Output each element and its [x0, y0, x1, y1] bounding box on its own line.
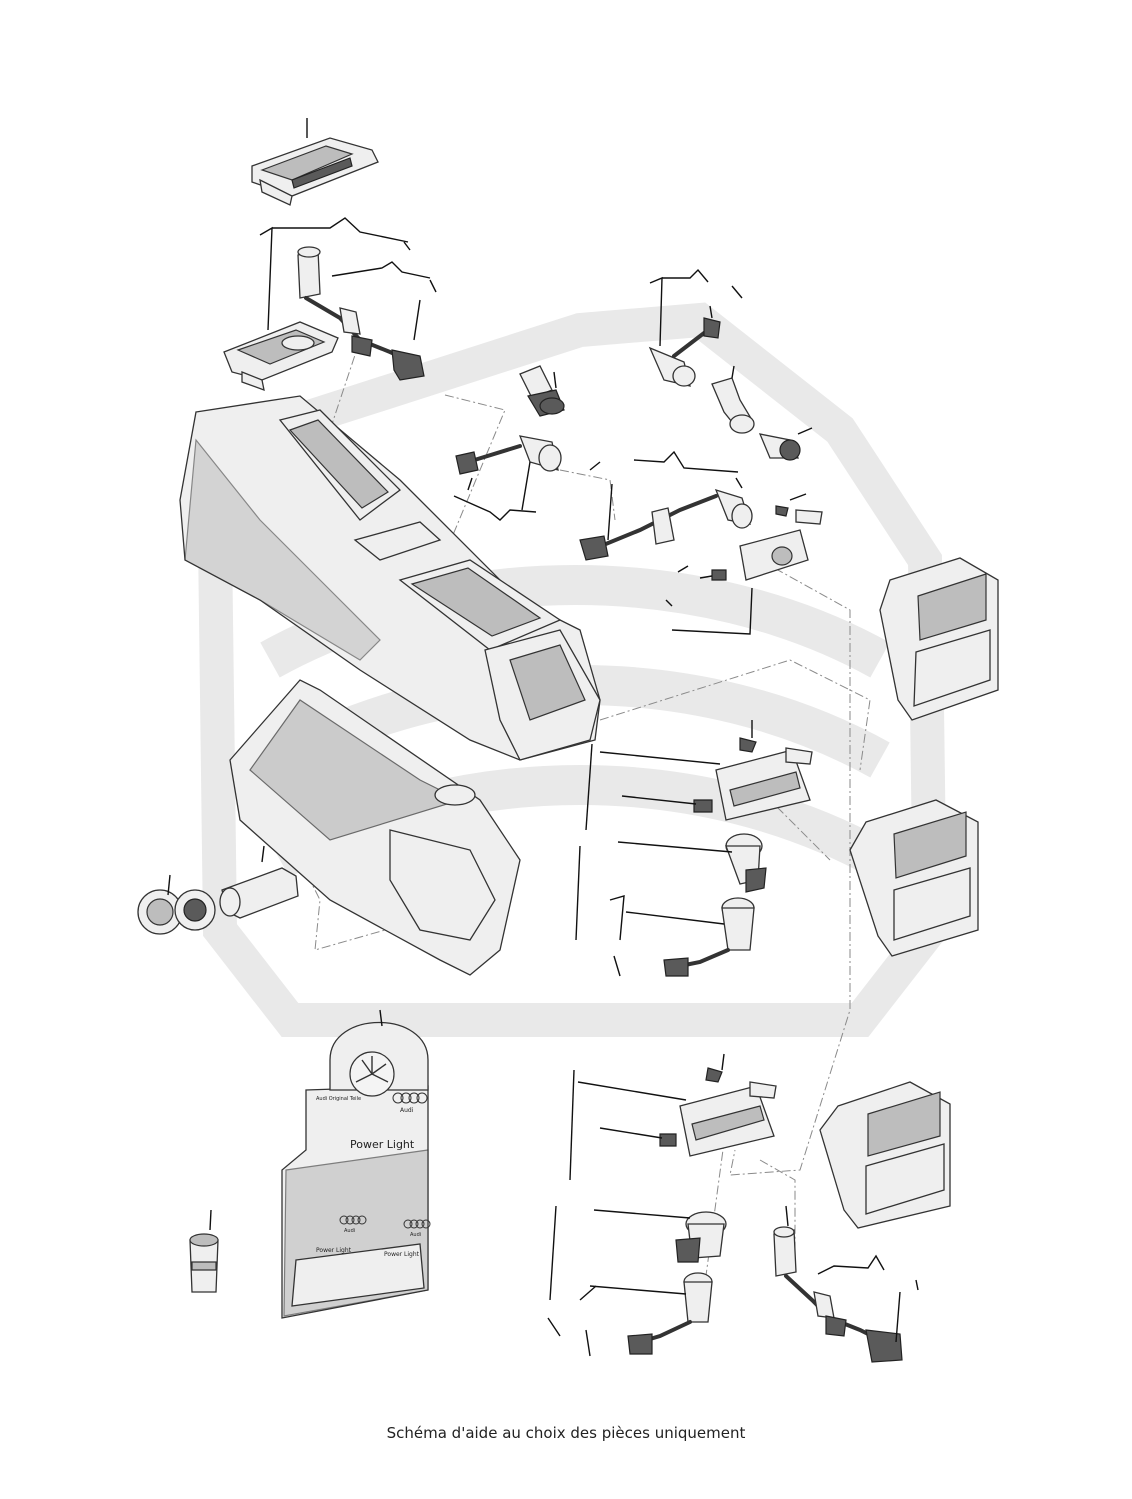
power-light-display-box	[281, 1009, 429, 1319]
socket-harness-middle-part	[453, 435, 562, 521]
rings-logo-right	[403, 1219, 431, 1229]
socket-harness-long-part	[579, 450, 753, 561]
box-product-title: Power Light	[350, 1138, 415, 1151]
box-brand-name: Audi	[400, 1107, 414, 1114]
four-rings-logo	[392, 1092, 428, 1104]
ashtray-insert-part	[223, 217, 437, 392]
switch-panel-small-part	[665, 493, 823, 635]
vent-bezel-middle-part	[849, 799, 979, 957]
socket-harness-right-part	[648, 268, 743, 387]
lower-trim-panel-part	[229, 679, 521, 976]
lighter-plug-part	[189, 1209, 219, 1293]
box-insert-left: Power Light	[316, 1247, 352, 1254]
socket-cap-lower-part	[549, 1205, 727, 1301]
socket-housing-right-part	[711, 365, 813, 461]
rings-logo-left	[339, 1215, 367, 1225]
box-logo-left-text: Audi	[344, 1228, 355, 1234]
fan-logo-icon	[349, 1051, 395, 1097]
box-logo-right-text: Audi	[410, 1232, 421, 1238]
center-console-part	[179, 395, 601, 761]
diagram-caption: Schéma d'aide au choix des pièces unique…	[386, 1424, 746, 1442]
vent-bezel-upper-part	[879, 557, 999, 721]
switch-panel-lower-part	[569, 1053, 777, 1181]
box-insert-right: Power Light	[384, 1251, 420, 1258]
lighter-socket-left-part	[137, 845, 299, 935]
socket-cap-part	[519, 365, 565, 417]
switch-panel-middle-part	[585, 720, 813, 831]
socket-insert-middle-part	[575, 833, 767, 941]
storage-tray-part	[251, 118, 379, 206]
socket-harness-lower-part	[547, 1272, 713, 1357]
socket-harness-lower-right-part	[773, 1205, 919, 1363]
vent-bezel-lower-part	[819, 1081, 951, 1229]
socket-harness-middle-lower-part	[609, 895, 755, 977]
box-brand-line: Audi Original Teile	[316, 1096, 361, 1102]
